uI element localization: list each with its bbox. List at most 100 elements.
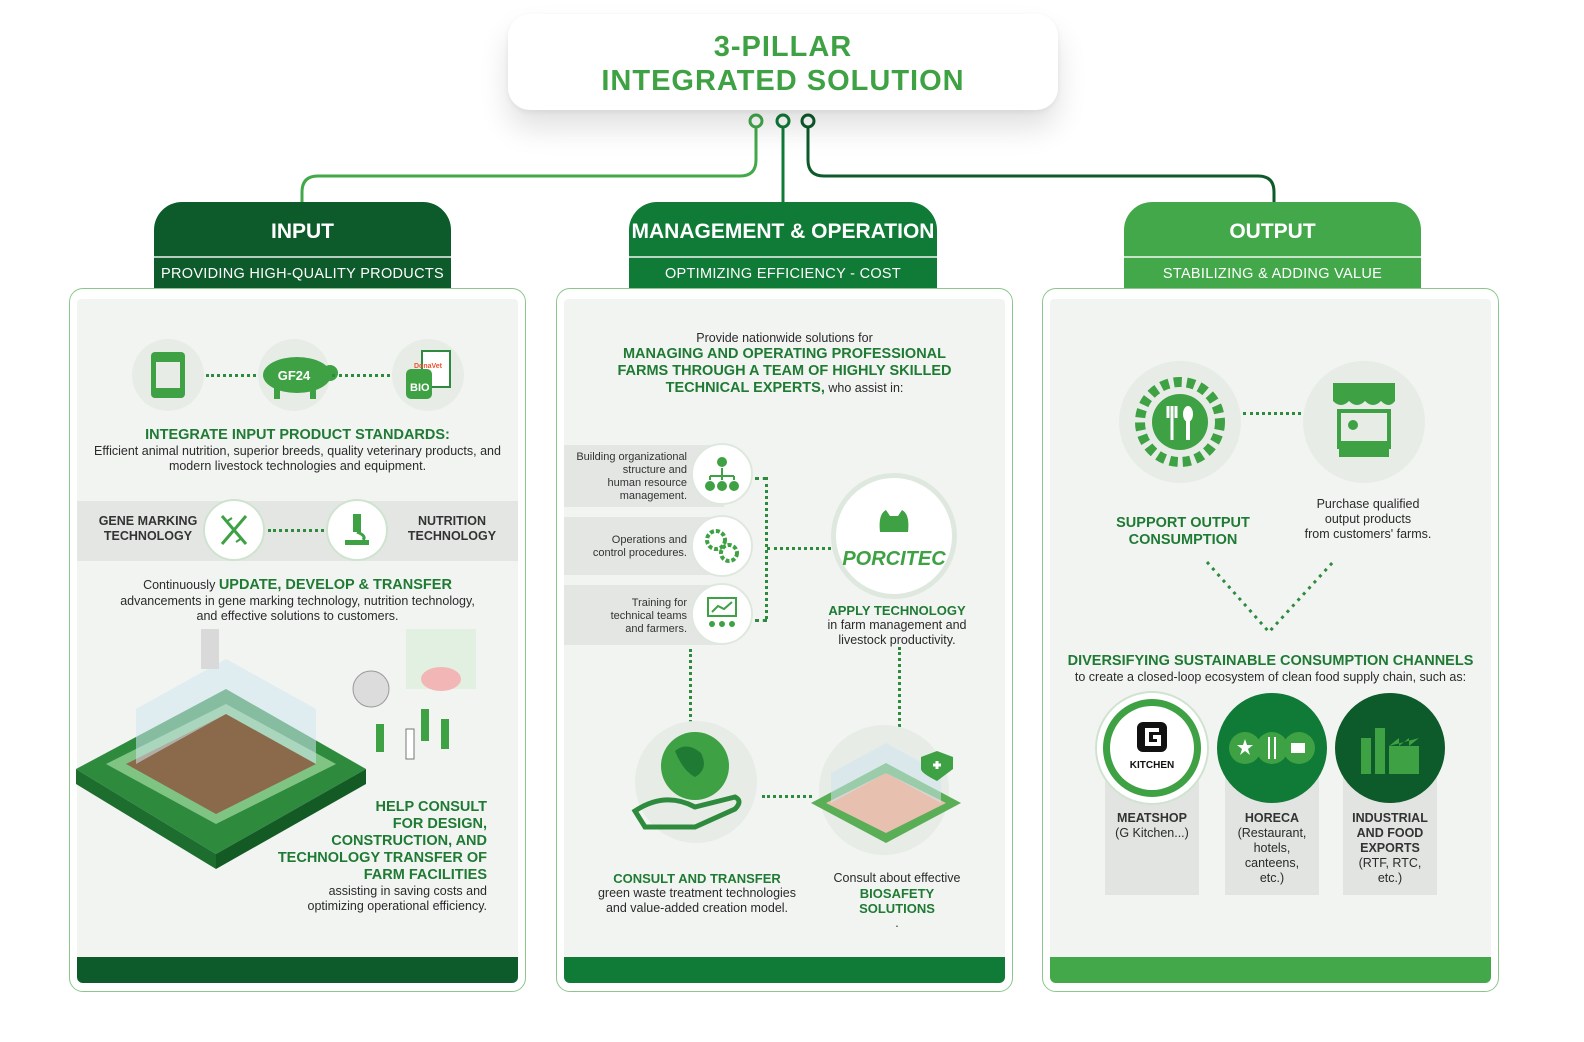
gears-icon (691, 515, 753, 577)
vet-badge: BIO (410, 382, 430, 394)
consult-text-1: assisting in saving costs and (328, 884, 487, 898)
channel-2-text-2: hotels, (1253, 841, 1291, 855)
assist-3-l3: and farmers. (625, 623, 687, 635)
pig-icon: GF24 (258, 339, 338, 411)
assist-2-l1: Operations and (611, 534, 687, 546)
tech-left-line2: TECHNOLOGY (103, 529, 193, 543)
globe-hand-icon (631, 721, 757, 843)
consult-heading-1: HELP CONSULT (375, 799, 487, 815)
pillar-subtitle: OPTIMIZING EFFICIENCY - COST (629, 256, 937, 288)
channel-3-heading-1: INDUSTRIAL (1352, 811, 1428, 825)
consult-transfer-text-1: green waste treatment technologies (597, 886, 797, 900)
assist-1-l3: human resource (607, 477, 688, 489)
tech-right-line2: TECHNOLOGY (407, 529, 497, 543)
tech-right-line1: NUTRITION (417, 514, 487, 528)
section2-line1: advancements in gene marking technology,… (120, 594, 475, 608)
purchase-text-2: output products (1324, 512, 1412, 526)
channel-1-heading: MEATSHOP (1117, 811, 1187, 825)
section2-heading: UPDATE, DEVELOP & TRANSFER (218, 577, 452, 593)
pillar-input-header: INPUT PROVIDING HIGH-QUALITY PRODUCTS (154, 202, 451, 288)
fork-spoon-gear-icon (1119, 361, 1241, 483)
title-line-2: INTEGRATED SOLUTION (601, 65, 965, 97)
horeca-icon (1217, 693, 1327, 803)
pillar-input-panel: GF24 DonaVet BIO INTEGRATE INPUT PRODUCT… (69, 288, 526, 992)
training-icon (691, 583, 753, 645)
dna-icon (203, 499, 265, 561)
pillar-output-panel: SUPPORT OUTPUT CONSUMPTION Purchase qual… (1042, 288, 1499, 992)
channel-3-heading-3: EXPORTS (1360, 841, 1420, 855)
diversify-heading: DIVERSIFYING SUSTAINABLE CONSUMPTION CHA… (1067, 653, 1474, 669)
assist-1-l4: management. (619, 490, 687, 502)
channel-3-heading-2: AND FOOD (1356, 826, 1424, 840)
apply-text-2: livestock productivity. (838, 633, 956, 647)
g-kitchen-logo: KITCHEN (1097, 693, 1207, 803)
apply-heading: APPLY TECHNOLOGY (828, 603, 966, 618)
microscope-icon (326, 499, 388, 561)
channel-2-heading: HORECA (1244, 811, 1300, 825)
assist-1-l1: Building organizational (576, 451, 687, 463)
pillar-output-header: OUTPUT STABILIZING & ADDING VALUE (1124, 202, 1421, 288)
purchase-text-1: Purchase qualified (1316, 497, 1420, 511)
support-heading-1: SUPPORT OUTPUT (1116, 515, 1250, 531)
intro-heading-1: MANAGING AND OPERATING PROFESSIONAL (622, 346, 947, 362)
factory-icon (1335, 693, 1445, 803)
biosafety-heading-2: SOLUTIONS (859, 901, 935, 916)
converging-arrows (1205, 560, 1335, 635)
farm-facility-illustration (76, 629, 476, 869)
consult-heading-2: FOR DESIGN, (392, 816, 487, 832)
kitchen-logo-text: KITCHEN (1129, 760, 1175, 771)
channel-3-text-1: (RTF, RTC, (1358, 856, 1422, 870)
pillar-title: OUTPUT (1229, 220, 1316, 243)
apply-text-1: in farm management and (827, 618, 967, 632)
assist-3-l1: Training for (631, 597, 687, 609)
vet-brand: DonaVet (414, 363, 443, 370)
consult-text-2: optimizing operational efficiency. (307, 899, 488, 913)
assist-1-l2: structure and (622, 464, 687, 476)
consult-heading-4: TECHNOLOGY TRANSFER OF (277, 850, 487, 866)
org-structure-icon (691, 443, 753, 505)
consult-heading-3: CONSTRUCTION, AND (331, 833, 487, 849)
porcitec-brand: PORCITEC (842, 548, 946, 570)
intro-heading-3: TECHNICAL EXPERTS, (665, 380, 825, 396)
biosafety-dot: . (895, 916, 899, 930)
feed-bag-icon (132, 339, 204, 411)
vet-product-icon: DonaVet BIO (392, 339, 464, 411)
pillar-subtitle: PROVIDING HIGH-QUALITY PRODUCTS (154, 256, 451, 288)
title-card: 3-PILLAR INTEGRATED SOLUTION (508, 14, 1058, 110)
section-text: Efficient animal nutrition, superior bre… (94, 444, 501, 473)
purchase-text-3: from customers' farms. (1304, 527, 1432, 541)
intro-prefix: Provide nationwide solutions for (696, 331, 873, 345)
pig-badge: GF24 (277, 367, 311, 383)
channel-2-text-4: etc.) (1259, 871, 1285, 885)
section2-prefix: Continuously (143, 578, 216, 592)
section-heading: INTEGRATE INPUT PRODUCT STANDARDS: (145, 427, 450, 443)
assist-3-l2: technical teams (610, 610, 687, 622)
market-stall-icon (1303, 361, 1425, 483)
support-heading-2: CONSUMPTION (1128, 532, 1238, 548)
biosafety-prefix: Consult about effective (833, 871, 961, 885)
assist-2-l2: control procedures. (592, 547, 687, 559)
channel-2-text-3: canteens, (1244, 856, 1300, 870)
biosafety-heading-1: BIOSAFETY (859, 886, 935, 901)
biosafety-farm-icon (811, 725, 961, 855)
diversify-text: to create a closed-loop ecosystem of cle… (1074, 670, 1467, 684)
pillar-management-header: MANAGEMENT & OPERATION OPTIMIZING EFFICI… (629, 202, 937, 288)
pillar-title: MANAGEMENT & OPERATION (631, 220, 935, 243)
pillar-management-panel: Provide nationwide solutions for MANAGIN… (556, 288, 1013, 992)
channel-2-text-1: (Restaurant, (1237, 826, 1307, 840)
channel-3-text-2: etc.) (1377, 871, 1403, 885)
title-line-1: 3-PILLAR (713, 31, 853, 63)
connector-lines (300, 113, 1276, 202)
section2-line2: and effective solutions to customers. (196, 609, 399, 623)
pillar-subtitle: STABILIZING & ADDING VALUE (1124, 256, 1421, 288)
channel-1-text: (G Kitchen...) (1115, 826, 1189, 840)
pillar-title: INPUT (271, 220, 334, 243)
consult-heading-5: FARM FACILITIES (363, 867, 487, 883)
consult-transfer-text-2: and value-added creation model. (605, 901, 789, 915)
consult-transfer-heading: CONSULT AND TRANSFER (613, 871, 781, 886)
porcitec-logo: PORCITEC (831, 473, 957, 599)
intro-heading-2: FARMS THROUGH A TEAM OF HIGHLY SKILLED (617, 363, 952, 379)
intro-suffix: who assist in: (824, 381, 904, 395)
tech-left-line1: GENE MARKING (98, 514, 198, 528)
